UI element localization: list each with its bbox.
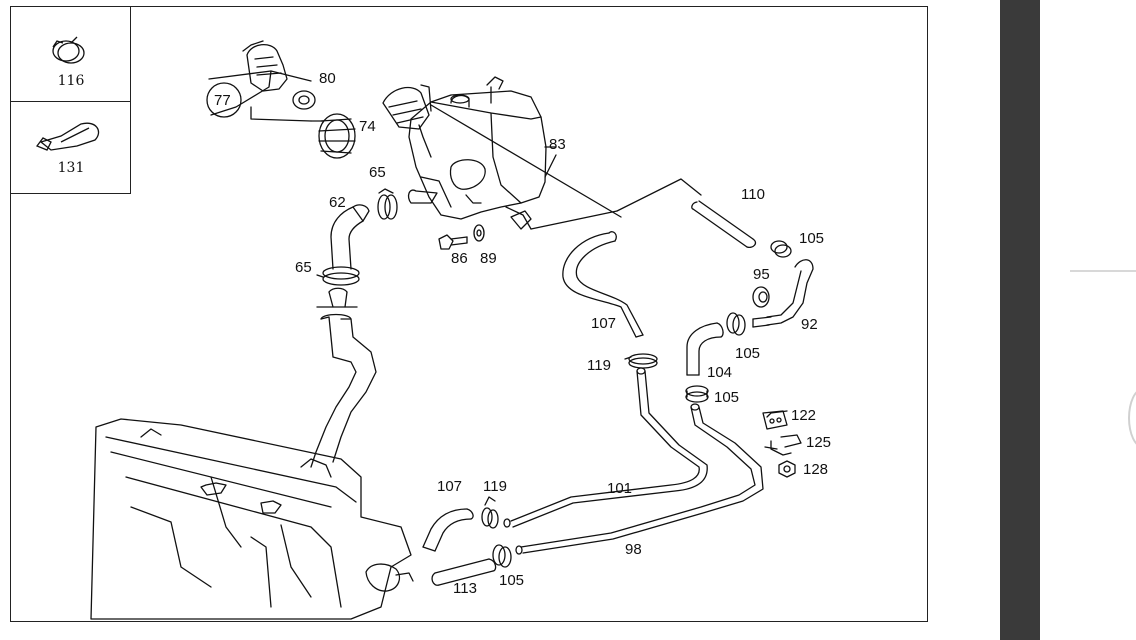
callout-107-upper: 107	[591, 315, 617, 332]
callout-65-upper: 65	[369, 164, 386, 181]
callout-119-upper: 119	[587, 357, 611, 374]
callout-95: 95	[753, 266, 770, 283]
callout-110: 110	[741, 186, 765, 203]
hose-107-b-drawing	[422, 508, 474, 552]
callout-119-lower: 119	[483, 478, 507, 495]
clamp-119-b-drawing	[481, 496, 499, 529]
bolt-86-drawing	[438, 234, 468, 250]
washer-89-drawing	[473, 224, 485, 242]
hose-107-a-drawing	[562, 231, 644, 338]
pipe-101-drawing	[510, 367, 708, 528]
cable-tie-icon	[35, 122, 100, 151]
parts-diagram: 116 131 77 80 74 83 65 62 65 86 89 110 1…	[10, 6, 928, 622]
hose-clamp-icon	[52, 36, 85, 64]
callout-77-circle	[206, 82, 242, 118]
callout-105-b: 105	[735, 345, 761, 362]
hose-104-drawing	[686, 322, 724, 376]
leader-lines	[270, 70, 702, 230]
clamp-105-b-drawing	[726, 312, 746, 336]
fuel-system-drawing	[90, 40, 814, 620]
legend-label-131: 131	[57, 160, 85, 176]
callout-113: 113	[453, 580, 477, 597]
callout-65-lower: 65	[295, 259, 312, 276]
callout-77: 77	[206, 82, 242, 118]
callout-105-c: 105	[714, 389, 740, 406]
pipe-ends-drawing	[503, 518, 523, 555]
callout-92: 92	[801, 316, 818, 333]
clamp-65-upper-drawing	[377, 188, 398, 220]
side-panel-divider	[1070, 270, 1136, 272]
clamp-65-lower-drawing	[316, 266, 360, 286]
pipe-92-drawing	[752, 259, 814, 328]
clamp-105-d-drawing	[492, 544, 512, 568]
callout-83: 83	[549, 136, 566, 153]
hose-110-drawing	[691, 200, 757, 249]
filler-neck-drawing	[310, 287, 377, 468]
legend-label-116: 116	[57, 73, 85, 89]
boot-74-drawing	[318, 113, 356, 159]
fuel-tank-drawing	[90, 418, 414, 620]
pipe-98-drawing	[520, 403, 764, 554]
callout-122: 122	[791, 407, 817, 424]
hose-62-drawing	[330, 204, 370, 270]
clamp-105-a-drawing	[770, 240, 792, 258]
cap-77-drawing	[208, 40, 316, 122]
callout-62: 62	[329, 194, 346, 211]
callout-105-d: 105	[499, 572, 525, 589]
bracket-122-drawing	[762, 410, 788, 430]
clamp-119-a-drawing	[624, 353, 658, 369]
callout-125: 125	[806, 434, 832, 451]
legend-item-131: 131	[11, 102, 131, 194]
callout-80: 80	[319, 70, 336, 87]
side-panel-light	[1040, 0, 1136, 640]
nut-128-drawing	[778, 460, 796, 478]
callout-128: 128	[803, 461, 829, 478]
bracket-125-drawing	[764, 434, 802, 456]
grommet-95-drawing	[752, 286, 770, 308]
clamp-105-c-drawing	[685, 385, 709, 403]
callout-89: 89	[480, 250, 497, 267]
callout-86: 86	[451, 250, 468, 267]
reservoir-83-drawing	[382, 76, 547, 230]
callout-104: 104	[707, 364, 733, 381]
legend-item-116: 116	[11, 7, 131, 102]
callout-107-lower: 107	[437, 478, 463, 495]
hose-113-drawing	[431, 558, 497, 586]
callout-101: 101	[607, 480, 633, 497]
side-panel-dark	[1000, 0, 1040, 640]
callout-98: 98	[625, 541, 642, 558]
callout-105-a: 105	[799, 230, 825, 247]
callout-74: 74	[359, 118, 376, 135]
